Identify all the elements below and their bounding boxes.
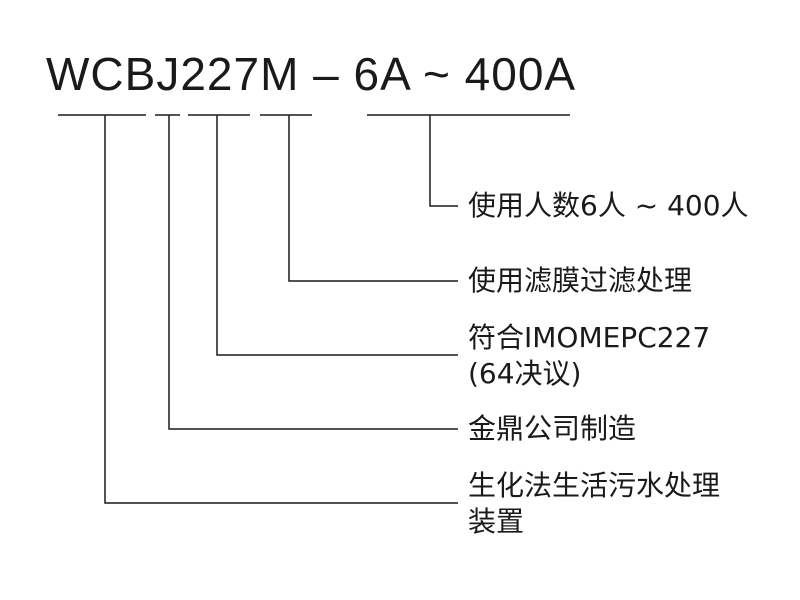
leader-manufacturer [168, 115, 458, 430]
description-standard-line-2: (64决议) [468, 357, 582, 390]
description-device-line-1: 生化法生活污水处理 [468, 469, 721, 502]
description-standard-line-1: 符合IMOMEPC227 [468, 321, 711, 354]
description-device: 生化法生活污水处理 装置 [468, 468, 720, 540]
description-manufacturer: 金鼎公司制造 [468, 411, 636, 447]
leader-standard [216, 115, 458, 356]
description-manufacturer-line-1: 金鼎公司制造 [468, 412, 637, 445]
description-standard: 符合IMOMEPC227 (64决议) [468, 320, 710, 392]
leader-capacity [429, 115, 458, 207]
leader-device [104, 115, 458, 504]
model-code: WCBJ227M – 6A ~ 400A [46, 48, 577, 100]
description-capacity-line-1: 使用人数6人 ~ 400人 [468, 189, 749, 222]
description-filtration-line-1: 使用滤膜过滤处理 [468, 264, 693, 297]
description-capacity: 使用人数6人 ~ 400人 [468, 188, 749, 224]
description-device-line-2: 装置 [468, 505, 525, 538]
description-filtration: 使用滤膜过滤处理 [468, 263, 692, 299]
leader-filtration [288, 115, 458, 282]
